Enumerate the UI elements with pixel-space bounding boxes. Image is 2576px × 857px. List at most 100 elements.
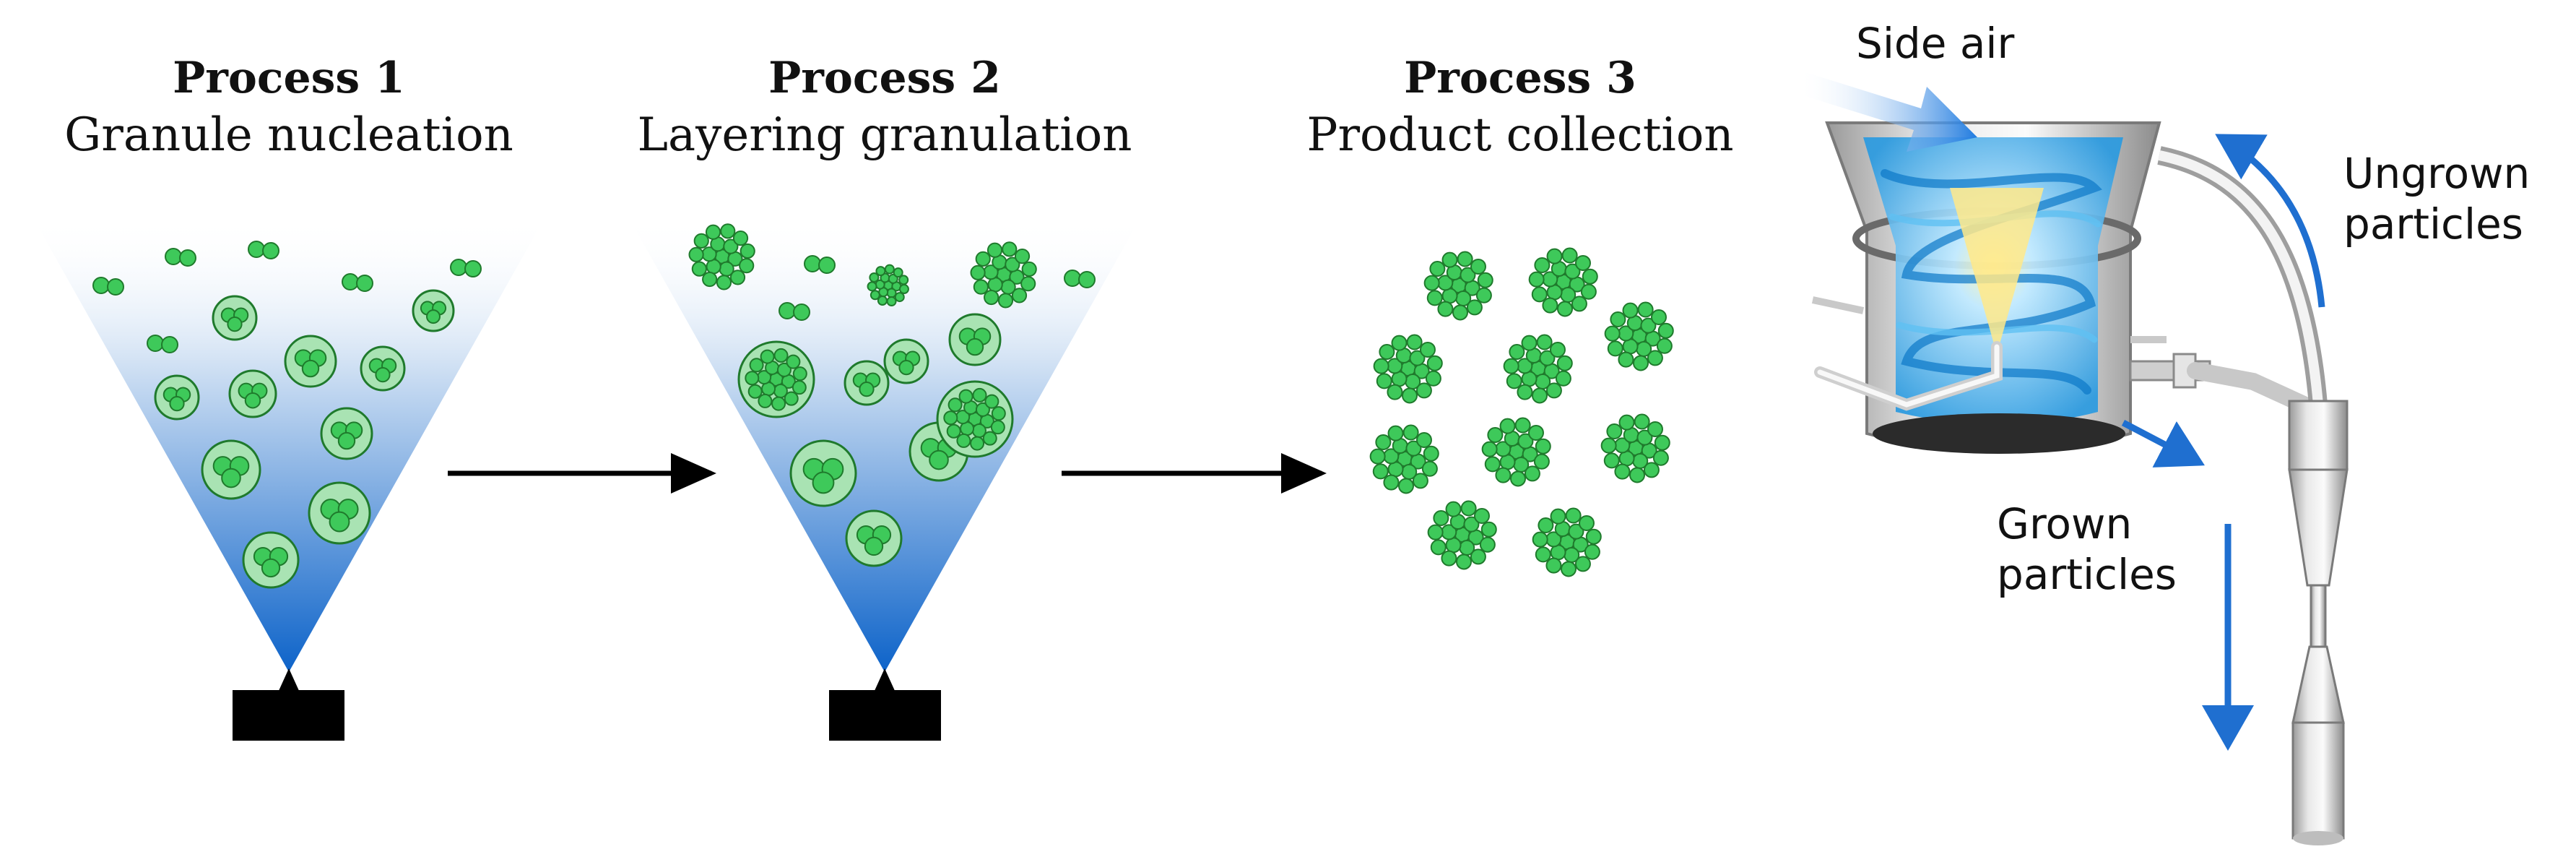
primary-particle (1445, 501, 1462, 517)
primary-particle (1650, 309, 1667, 325)
primary-particle (1406, 334, 1423, 350)
primary-particle (1538, 517, 1554, 533)
primary-particle (947, 397, 963, 413)
primary-particle (720, 223, 736, 239)
primary-particle (1571, 296, 1587, 312)
primary-particle (1532, 387, 1548, 404)
primary-particle (1480, 521, 1497, 538)
primary-particle (1437, 301, 1454, 317)
primary-particle (1402, 424, 1419, 441)
primary-particle (970, 264, 986, 280)
primary-particle (1647, 350, 1663, 366)
primary-particle (1528, 271, 1545, 288)
primary-particle (786, 354, 801, 369)
primary-particle (1607, 340, 1623, 357)
primary-particle (1002, 241, 1018, 257)
primary-particle (1470, 258, 1486, 275)
primary-particle (1011, 288, 1028, 303)
primary-particle (262, 242, 279, 259)
spray-cone-2 (628, 217, 1141, 672)
primary-particle (1014, 249, 1031, 264)
primary-particle (749, 358, 764, 373)
primary-particle (1555, 370, 1571, 387)
nozzle-1 (233, 668, 344, 741)
primary-particle (758, 393, 773, 408)
primary-particle (1484, 456, 1501, 473)
primary-particle (1503, 358, 1519, 374)
primary-particle (691, 261, 707, 277)
primary-particle (869, 290, 880, 301)
primary-particle (1654, 434, 1670, 451)
particles-process-3 (1369, 247, 1674, 577)
process-2-subtitle: Layering granulation (637, 108, 1132, 162)
primary-particle (958, 389, 973, 404)
primary-particle (1021, 261, 1037, 277)
primary-particle (464, 260, 482, 277)
process-1-title: Process 1 Granule nucleation (29, 51, 549, 165)
primary-particle (1578, 514, 1595, 531)
primary-particle (1565, 507, 1582, 524)
primary-particle (1375, 434, 1392, 450)
primary-particle (1412, 473, 1428, 489)
primary-particle (1564, 263, 1581, 280)
primary-particle (356, 275, 373, 292)
primary-particle (729, 270, 746, 285)
primary-particle (792, 366, 807, 382)
primary-particle (1532, 531, 1548, 548)
primary-particle (990, 420, 1005, 435)
primary-particle (301, 359, 320, 378)
primary-particle (1005, 257, 1020, 272)
primary-particle (760, 349, 775, 364)
side-air-label: Side air (1856, 19, 2015, 68)
spray-cone-1 (32, 217, 545, 672)
primary-particle (1534, 257, 1551, 273)
primary-particle (1640, 317, 1657, 334)
primary-particle (1574, 254, 1591, 271)
primary-particle (693, 233, 709, 249)
grown-arrow (2121, 420, 2205, 468)
primary-particle (886, 288, 897, 298)
primary-particle (1545, 557, 1562, 574)
primary-particle (1657, 322, 1674, 339)
primary-particle (812, 471, 835, 494)
primary-particle (1521, 335, 1538, 351)
primary-particle (248, 241, 265, 258)
primary-particle (1629, 467, 1646, 483)
grown-label: Grown particles (1997, 499, 2177, 600)
primary-particle (1633, 355, 1649, 371)
primary-particle (884, 264, 895, 275)
ungrown-label-line1: Ungrown (2343, 149, 2531, 198)
primary-particle (929, 449, 949, 470)
primary-particle (1536, 334, 1553, 350)
primary-particle (1473, 507, 1490, 524)
primary-particle (1527, 424, 1544, 441)
primary-particle (1391, 335, 1408, 351)
primary-particle (732, 231, 749, 246)
primary-particle (1423, 275, 1440, 291)
primary-particle (1618, 414, 1635, 431)
primary-particle (1387, 384, 1403, 400)
primary-particle (1466, 299, 1483, 316)
nozzle-2 (829, 668, 941, 741)
primary-particle (1078, 271, 1096, 288)
primary-particle (1618, 351, 1634, 368)
primary-particle (337, 431, 356, 450)
primary-particle (1510, 470, 1527, 487)
primary-particle (859, 382, 875, 397)
primary-particle (705, 224, 721, 240)
grown-label-line2: particles (1997, 550, 2177, 599)
primary-particle (688, 246, 704, 262)
primary-particle (867, 281, 877, 292)
primary-particle (779, 302, 796, 319)
primary-particle (740, 243, 755, 259)
primary-particle (1524, 465, 1540, 482)
process-3-heading: Process 3 (1404, 53, 1636, 103)
primary-particle (450, 259, 467, 276)
primary-particle (792, 380, 807, 395)
primary-particle (1600, 437, 1617, 454)
primary-particle (1535, 438, 1551, 455)
primary-particle (1535, 546, 1551, 563)
primary-particle (984, 289, 999, 306)
primary-particle (1441, 251, 1458, 268)
primary-particle (1369, 448, 1386, 465)
